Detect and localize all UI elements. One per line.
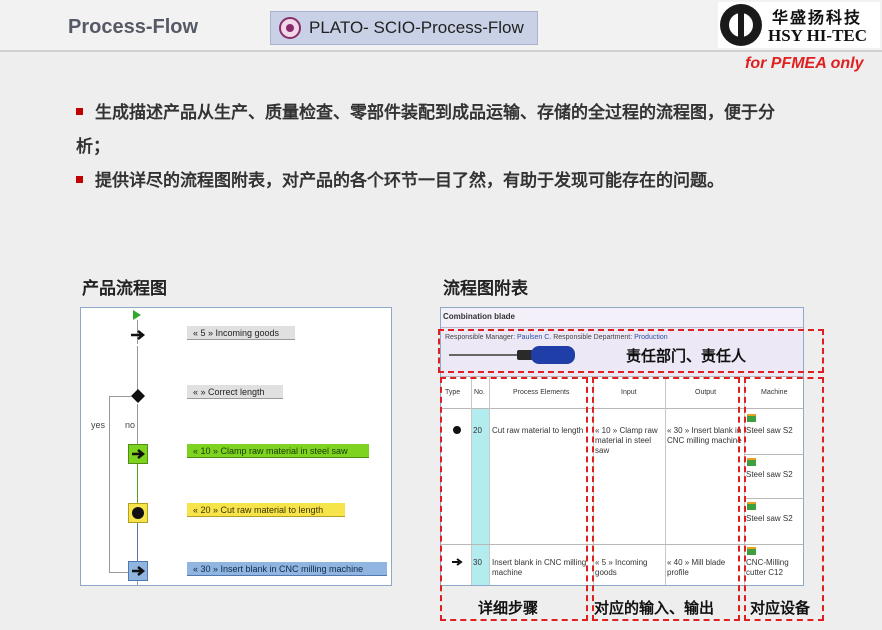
- connector-line: [137, 404, 138, 449]
- pfmea-note: for PFMEA only: [745, 55, 864, 72]
- machine-icon: [747, 547, 756, 555]
- row-element[interactable]: Insert blank in CNC milling machine: [492, 558, 587, 577]
- row-input: « 5 » Incoming goods: [595, 558, 648, 577]
- row-input: « 10 » Clamp raw material in steel saw: [595, 426, 658, 455]
- diamond-icon: [131, 389, 145, 403]
- plato-badge: PLATO- SCIO-Process-Flow: [270, 11, 538, 45]
- col-header-elements: Process Elements: [513, 389, 570, 396]
- bullet-item: 提供详尽的流程图附表，对产品的各个环节一目了然，有助于发现可能存在的问题。: [76, 164, 776, 198]
- bullet-list: 生成描述产品从生产、质量检查、零部件装配到成品运输、存储的全过程的流程图，便于分…: [76, 96, 776, 198]
- annotation-box-io: [592, 377, 740, 621]
- machine-item: Steel saw S2: [746, 470, 793, 479]
- annotation-detail-steps: 详细步骤: [478, 599, 539, 617]
- company-logo: 华盛扬科技 HSY HI-TEC: [718, 2, 880, 48]
- step-node-30: [128, 561, 148, 581]
- flow-step-label[interactable]: « 20 » Cut raw material to length: [187, 503, 345, 517]
- machine-icon: [747, 458, 756, 466]
- machine-icon: [747, 414, 756, 422]
- manager-row: Responsible Manager: Paulsen C. Responsi…: [445, 334, 668, 341]
- arrow-icon: [132, 449, 146, 459]
- col-header-output: Output: [695, 389, 717, 396]
- screwdriver-icon: [449, 346, 575, 364]
- bullet-square-icon: [76, 175, 83, 183]
- annotation-box-equipment: [744, 377, 824, 621]
- flowchart-heading: 产品流程图: [82, 279, 167, 299]
- annotation-box-steps: [440, 377, 588, 621]
- annotation-io: 对应的输入、输出: [594, 599, 715, 617]
- machine-item: Steel saw S2: [746, 426, 793, 435]
- row-output: « 40 » Mill blade profile: [667, 558, 726, 577]
- connector-line: [137, 461, 138, 507]
- annotation-equipment: 对应设备: [750, 599, 811, 617]
- flowchart-panel: yes no « 5 » Incoming goods « » Correct …: [80, 307, 392, 586]
- header-divider: [0, 50, 882, 52]
- bullet-square-icon: [76, 107, 83, 115]
- company-name-en: HSY HI-TEC: [768, 26, 868, 45]
- circle-icon: [453, 426, 461, 434]
- connector-line: [137, 580, 138, 585]
- flow-step-label[interactable]: « » Correct length: [187, 385, 283, 399]
- row-output: « 30 » Insert blank in CNC milling machi…: [667, 426, 742, 445]
- badge-text: PLATO- SCIO-Process-Flow: [309, 18, 524, 37]
- arrow-icon: [452, 558, 463, 566]
- arrow-icon: [132, 566, 146, 576]
- branch-no-label: no: [125, 420, 136, 430]
- row-element[interactable]: Cut raw material to length: [492, 426, 584, 435]
- page-title: Process-Flow: [68, 16, 199, 38]
- step-node-10: [128, 444, 148, 464]
- yes-branch-line: [109, 396, 110, 572]
- bullet-item: 生成描述产品从生产、质量检查、零部件装配到成品运输、存储的全过程的流程图，便于分…: [76, 103, 775, 157]
- table-panel: Combination blade Responsible Manager: P…: [440, 307, 804, 586]
- circle-icon: [132, 507, 144, 519]
- machine-icon: [747, 502, 756, 510]
- col-header-no: No.: [474, 389, 485, 396]
- machine-item: CNC-Milling cutter C12: [746, 558, 789, 577]
- no-column-fill: [471, 409, 489, 585]
- yes-branch-line: [109, 396, 131, 397]
- row-number: 30: [473, 558, 482, 567]
- annotation-box-responsibility: [438, 329, 824, 373]
- connector-line: [137, 519, 138, 566]
- col-header-machine: Machine: [761, 389, 788, 396]
- start-triangle-icon: [133, 310, 141, 320]
- branch-yes-label: yes: [91, 420, 106, 430]
- col-header-input: Input: [621, 389, 637, 396]
- flow-step-label[interactable]: « 5 » Incoming goods: [187, 326, 295, 340]
- machine-item: Steel saw S2: [746, 514, 793, 523]
- flow-step-label[interactable]: « 30 » Insert blank in CNC milling machi…: [187, 562, 387, 576]
- plato-logo-icon: [279, 17, 301, 39]
- row-number: 20: [473, 426, 482, 435]
- table-title: Combination blade: [443, 312, 515, 321]
- yes-branch-line: [109, 572, 129, 573]
- responsibility-block: [441, 328, 803, 376]
- step-node-20: [128, 503, 148, 523]
- annotation-dept-person: 责任部门、责任人: [626, 347, 747, 365]
- flow-step-label[interactable]: « 10 » Clamp raw material in steel saw: [187, 444, 369, 458]
- table-title-bar: [441, 308, 803, 328]
- company-logo-icon: [720, 4, 762, 46]
- col-header-type: Type: [445, 389, 461, 396]
- table-heading: 流程图附表: [443, 279, 528, 299]
- company-name-cn: 华盛扬科技: [772, 8, 863, 27]
- connector-line: [137, 346, 138, 396]
- arrow-icon: [131, 330, 146, 340]
